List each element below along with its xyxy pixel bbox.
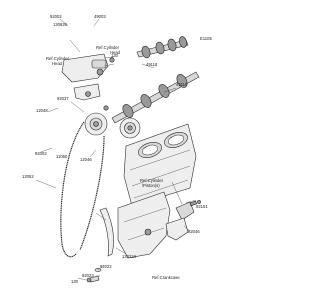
figure-code: E1105 [200, 36, 212, 41]
ref-cylinder-head-top-line1: Ref.Cylinder [96, 45, 120, 50]
label-92002-lower: 92002 [35, 151, 47, 156]
ref-cylinder-piston-line2: /Piston(s) [142, 183, 160, 188]
label-92022: 92022 [100, 264, 112, 269]
label-130-lower: 130 [71, 279, 79, 284]
ref-cylinder-piston-line1: Ref.Cylinder [140, 178, 164, 183]
callout-labels: 92002 49003 130626 130 49118 49119 12048… [22, 14, 208, 284]
bolt-small [103, 105, 109, 111]
chain-guide-top [73, 83, 101, 101]
label-49003: 49003 [94, 14, 106, 19]
ref-cylinder-head-left-line2: Head [52, 61, 63, 66]
label-12048-upper: 12048 [36, 108, 48, 113]
crankcase-base [117, 191, 171, 259]
guide-bolt [86, 275, 100, 283]
reference-notes: Ref.Cylinder Head Ref.Cylinder Head Ref.… [46, 45, 180, 280]
sprocket-right [119, 117, 141, 139]
timing-chain [60, 121, 105, 258]
label-92002: 92002 [50, 14, 62, 19]
label-12052: 12052 [22, 174, 34, 179]
ref-crankcase: Ref.Crankcase [152, 275, 180, 280]
camshaft-upper [136, 36, 189, 59]
tensioner-bracket [165, 217, 189, 241]
label-130626: 130626 [53, 22, 68, 27]
label-49118: 49118 [146, 62, 158, 67]
label-12046: 12046 [80, 157, 92, 162]
camshaft-lower [111, 71, 200, 124]
label-92151: 92151 [196, 204, 208, 209]
camshaft-tensioner-diagram: E1105 [22, 14, 212, 284]
chain-guide-lower [99, 207, 114, 257]
sprocket-left [84, 112, 108, 136]
label-92023: 92023 [82, 273, 94, 278]
ref-cylinder-head-top-line2: Head [110, 50, 121, 55]
label-92037: 92037 [57, 96, 69, 101]
label-130: 130 [111, 53, 119, 58]
label-49119: 49119 [176, 82, 188, 87]
cylinder-block [123, 123, 197, 207]
leader-lines [35, 18, 197, 281]
label-120224: 120224 [122, 254, 137, 259]
label-92046: 92046 [188, 229, 200, 234]
ref-cylinder-head-left-line1: Ref.Cylinder [46, 56, 70, 61]
cam-holder-upper [61, 53, 115, 83]
label-11060: 11060 [56, 154, 68, 159]
chain-tensioner [175, 200, 201, 221]
